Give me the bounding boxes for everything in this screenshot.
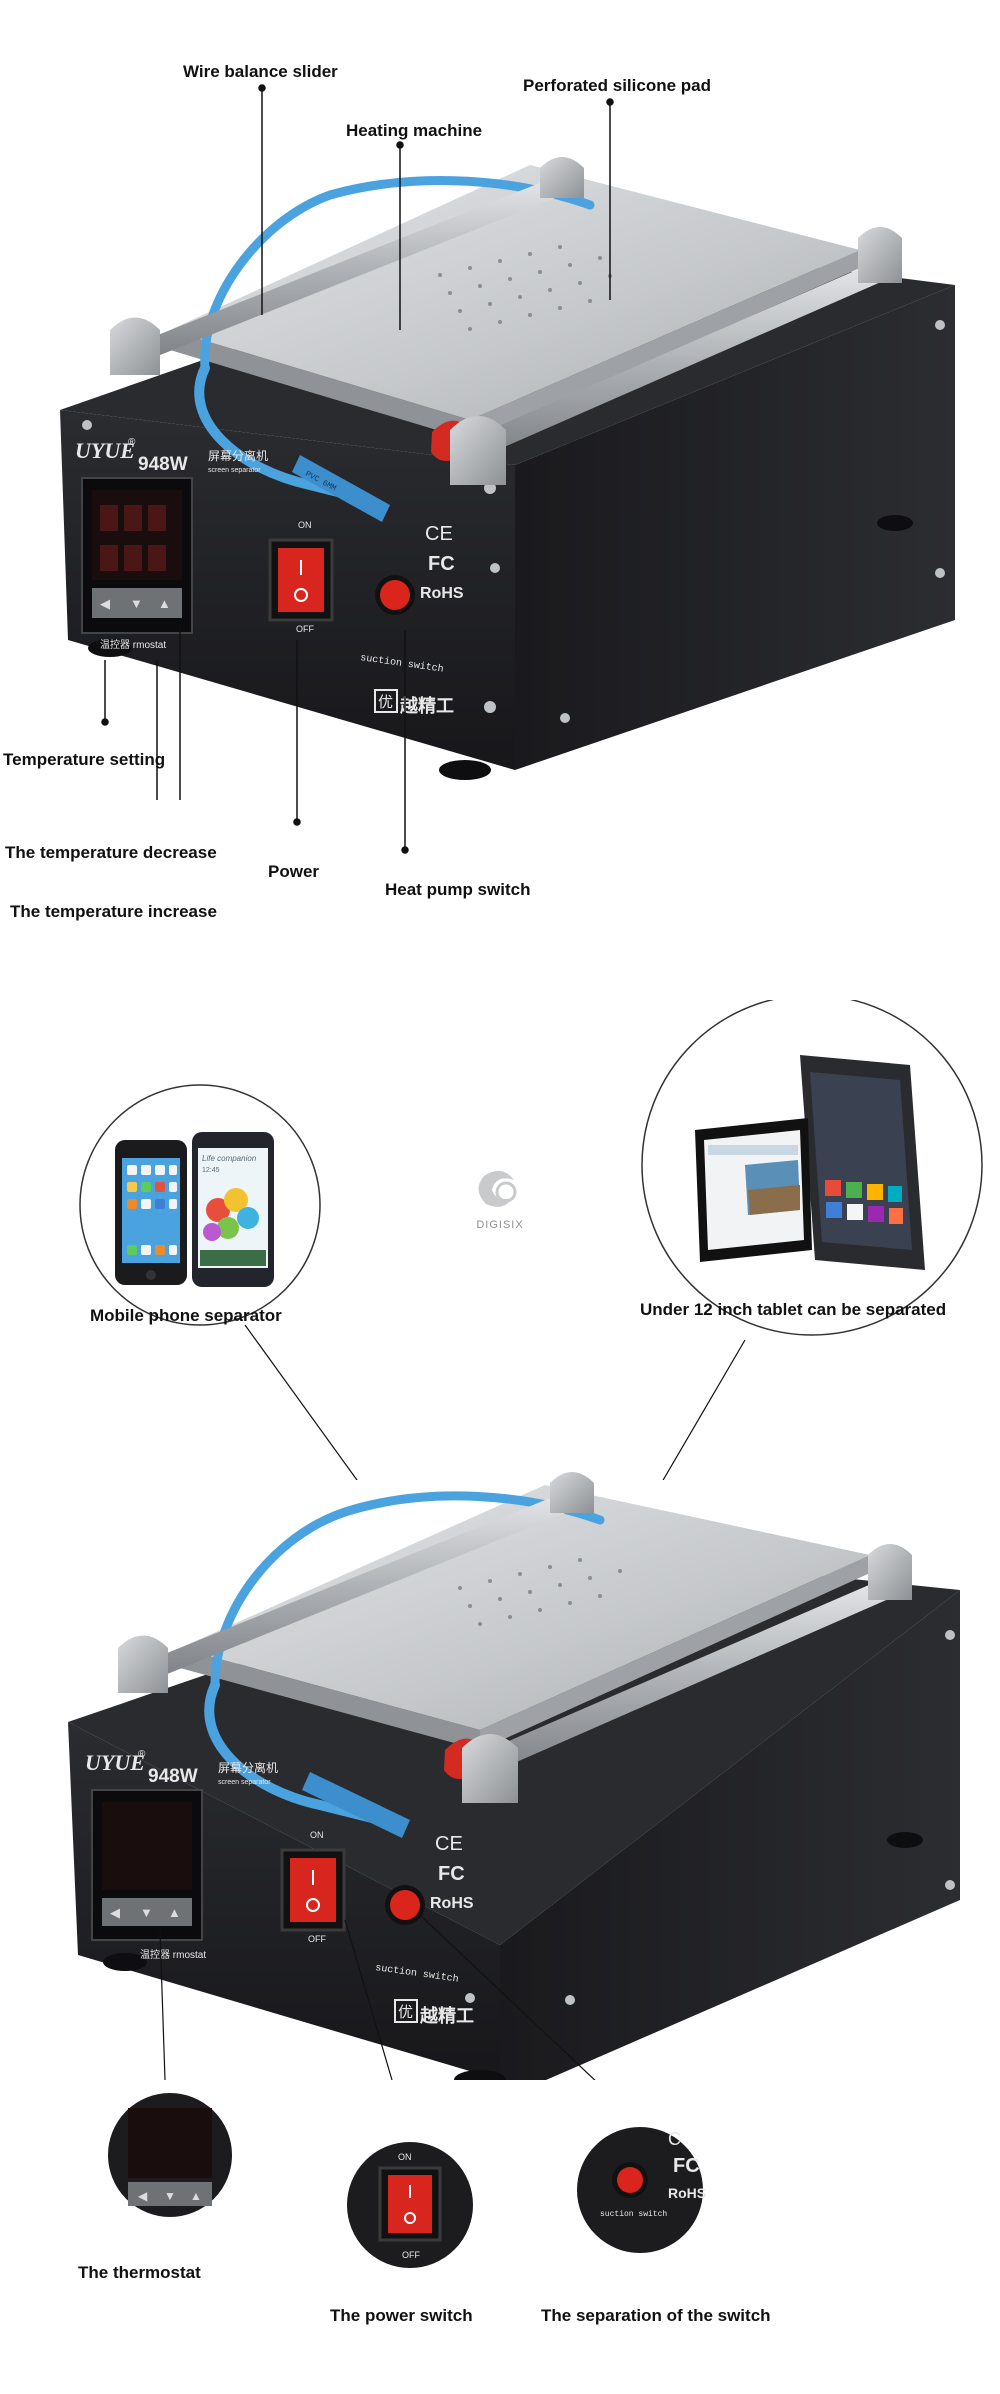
svg-text:CE: CE [435,1833,463,1855]
svg-text:OFF: OFF [296,624,314,634]
callout-wire-balance-slider: Wire balance slider [183,62,338,81]
svg-text:◀: ◀ [110,1905,120,1920]
svg-text:▲: ▲ [158,596,171,611]
svg-text:UYUE: UYUE [85,1750,145,1775]
callout-temperature-setting: Temperature setting [3,750,166,769]
svg-text:ON: ON [298,520,312,530]
svg-text:▲: ▲ [168,1905,181,1920]
detail-zoom-circles: ◀ ▼ ▲ ON OFF FC RoHS C suction switch [106,2091,706,2270]
blue-tube [194,363,375,505]
svg-text:ON: ON [310,1830,324,1840]
model-number: 948W [138,454,188,475]
suction-knob-top [375,575,415,615]
callout-power: Power [268,862,320,881]
svg-text:FC: FC [428,553,455,575]
callout-perforated-silicone-pad: Perforated silicone pad [523,76,711,95]
svg-text:suction switch: suction switch [600,2210,667,2219]
callout-mobile-phone-separator: Mobile phone separator [90,1306,282,1325]
perforation-holes [438,245,612,331]
thermostat-panel: ◀ ▼ ▲ [81,477,193,634]
device-callouts: Life companion 12:45 [79,1000,983,1480]
svg-text:温控器 rmostat: 温控器 rmostat [100,638,166,651]
watermark-text: DIGISIX [476,1219,524,1231]
svg-text:越精工: 越精工 [399,695,454,716]
svg-text:RoHS: RoHS [430,1895,474,1912]
svg-text:®: ® [128,437,136,448]
svg-text:948W: 948W [148,1766,198,1787]
svg-text:C: C [668,2129,681,2149]
svg-text:▲: ▲ [190,2189,202,2203]
callout-thermostat: The thermostat [78,2263,201,2282]
machine-illustration-top: PVC 6MM UYUE ® 948W 屏幕分离机 screen separat… [60,84,955,800]
svg-text:OFF: OFF [402,2250,420,2260]
svg-text:OFF: OFF [308,1934,326,1944]
svg-text:FC: FC [438,1863,465,1885]
power-switch-top: ON OFF [268,520,334,634]
phone-screen-title: Life companion [202,1154,257,1163]
svg-text:◀: ◀ [100,596,110,611]
svg-text:屏幕分离机: 屏幕分离机 [208,448,268,463]
svg-text:▼: ▼ [140,1905,153,1920]
machine-illustration-bottom: UYUE ® 948W 屏幕分离机 screen separator ◀ ▼ ▲… [68,1472,960,2080]
callout-heat-pump-switch: Heat pump switch [385,880,531,899]
callout-temperature-decrease: The temperature decrease [5,843,217,862]
svg-text:温控器 rmostat: 温控器 rmostat [140,1948,206,1961]
leader-lines-top-lower [293,630,409,854]
svg-text:◀: ◀ [138,2189,148,2203]
callout-temperature-increase: The temperature increase [10,902,217,921]
svg-text:▼: ▼ [130,596,143,611]
leader-lines-top [101,84,614,800]
heating-plate [170,165,860,420]
svg-text:screen separator: screen separator [218,1779,271,1786]
svg-text:screen separator: screen separator [208,467,261,474]
wire-balance-rail [120,175,575,365]
svg-text:优: 优 [398,2004,413,2021]
svg-text:越精工: 越精工 [419,2005,474,2026]
brand-logo: UYUE [75,438,135,463]
svg-text:ON: ON [398,2152,412,2162]
svg-text:FC: FC [673,2155,700,2177]
svg-text:屏幕分离机: 屏幕分离机 [218,1760,278,1775]
phone-screen-time: 12:45 [202,1167,220,1174]
svg-text:®: ® [138,1749,146,1760]
zoom-power-switch: ON OFF [345,2140,475,2270]
callout-separation-switch: The separation of the switch [541,2306,771,2325]
digisix-logo-icon [478,1170,517,1207]
svg-text:RoHS: RoHS [420,585,464,602]
svg-text:优: 优 [378,694,393,711]
machine-side-panel [515,285,955,770]
svg-text:▼: ▼ [164,2189,176,2203]
heating-plate-2 [180,1485,870,1730]
callout-power-switch: The power switch [330,2306,473,2325]
svg-text:RoHS: RoHS [668,2185,706,2201]
zoom-separation-switch: FC RoHS C suction switch [575,2125,706,2255]
zoom-thermostat: ◀ ▼ ▲ [106,2091,234,2219]
callout-tablet-separator: Under 12 inch tablet can be separated [640,1300,947,1319]
digisix-watermark: DIGISIX [470,1168,530,1231]
svg-text:CE: CE [425,523,453,545]
callout-heating-machine: Heating machine [346,121,483,140]
